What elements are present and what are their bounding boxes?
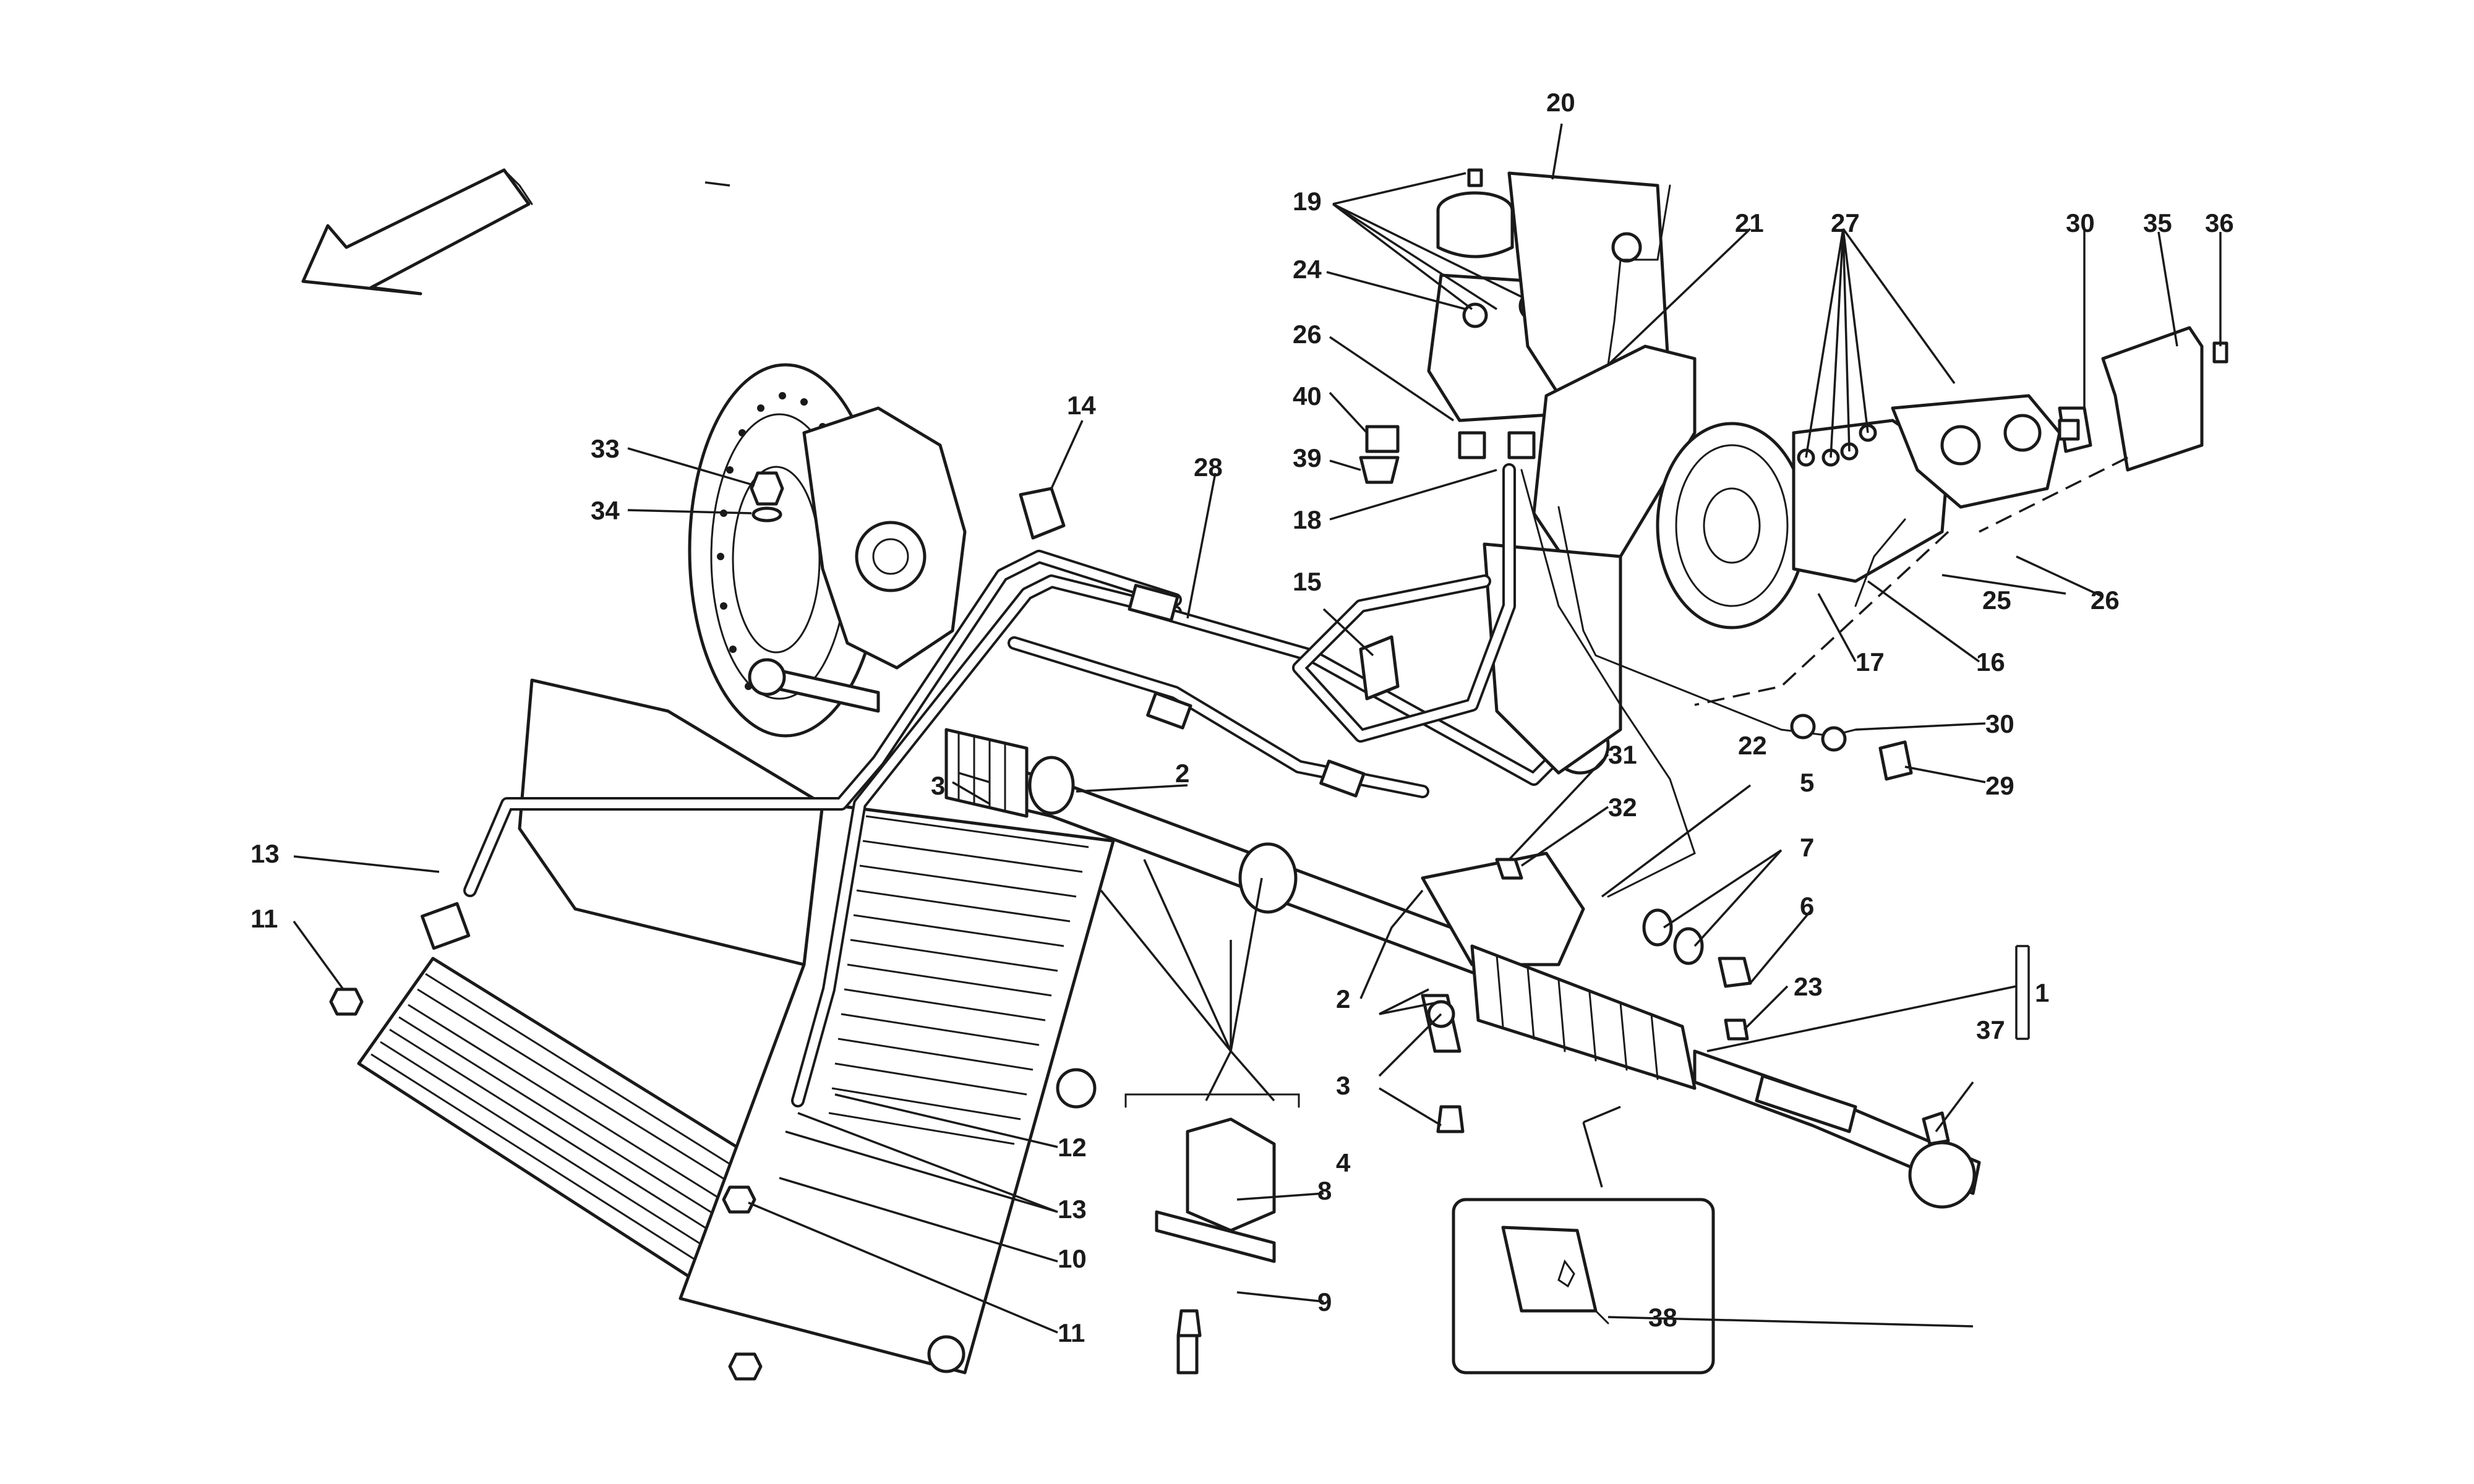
callout-36: 36: [2205, 208, 2234, 237]
callout-21: 21: [1735, 208, 1764, 237]
callout-5: 5: [1800, 768, 1814, 797]
callout-11: 11: [250, 904, 278, 933]
hoses: [1008, 584, 1578, 798]
callout-39: 39: [1293, 443, 1322, 472]
callout-1: 1: [2035, 978, 2049, 1007]
callout-10: 10: [1058, 1244, 1087, 1273]
return-hoses: [1292, 184, 2128, 898]
callout-12: 12: [1058, 1133, 1087, 1162]
callout-34: 34: [591, 496, 620, 525]
fasteners: [329, 341, 2228, 1381]
callout-19: 19: [1293, 187, 1322, 216]
callout-32: 32: [1608, 793, 1637, 822]
callout-11: 11: [1058, 1318, 1085, 1347]
cooler-pipes: [463, 550, 1182, 1107]
radiator-frame: [518, 678, 1115, 1375]
kit-inset: [1452, 1198, 1715, 1375]
brake-disc: [688, 363, 967, 738]
callout-17: 17: [1856, 647, 1885, 676]
callout-30: 30: [1985, 709, 2014, 738]
callout-9: 9: [1317, 1287, 1332, 1316]
callout-25: 25: [1982, 586, 2011, 615]
callout-38: 38: [1648, 1303, 1677, 1332]
clamp-detail-inset: [1124, 1093, 1300, 1375]
callout-2: 2: [1336, 984, 1350, 1013]
callout-26: 26: [1293, 320, 1322, 349]
callout-30: 30: [2066, 208, 2095, 237]
callout-29: 29: [1985, 771, 2014, 800]
callout-4: 4: [1336, 1148, 1351, 1177]
callout-13: 13: [1058, 1195, 1087, 1224]
callout-14: 14: [1067, 391, 1096, 420]
callout-2: 2: [1175, 759, 1189, 788]
callout-22: 22: [1738, 731, 1767, 760]
callout-24: 24: [1293, 255, 1322, 284]
callout-33: 33: [591, 434, 620, 463]
callout-40: 40: [1293, 382, 1322, 411]
callout-26: 26: [2091, 586, 2120, 615]
callout-35: 35: [2143, 208, 2172, 237]
callout-3: 3: [1336, 1071, 1350, 1100]
callout-3: 3: [931, 771, 945, 800]
callout-7: 7: [1800, 833, 1814, 862]
callout-15: 15: [1293, 567, 1322, 596]
callout-31: 31: [1608, 740, 1637, 769]
steering-rack: [944, 728, 1981, 1209]
callout-37: 37: [1976, 1015, 2005, 1044]
callout-20: 20: [1546, 88, 1575, 117]
callout-8: 8: [1317, 1176, 1332, 1205]
callout-16: 16: [1976, 647, 2005, 676]
callout-labels: 1 2 2 3 3 4 5 6 7 8 9 10 11 11 12 13 13 …: [250, 88, 2234, 1347]
direction-arrow-icon: [301, 168, 533, 296]
callout-27: 27: [1831, 208, 1860, 237]
pump-assembly: [1483, 326, 2204, 775]
callout-6: 6: [1800, 892, 1814, 921]
callout-28: 28: [1194, 453, 1223, 482]
callout-18: 18: [1293, 505, 1322, 534]
leader-lines: [293, 123, 2222, 1334]
callout-23: 23: [1794, 972, 1823, 1001]
callout-13: 13: [250, 839, 280, 868]
